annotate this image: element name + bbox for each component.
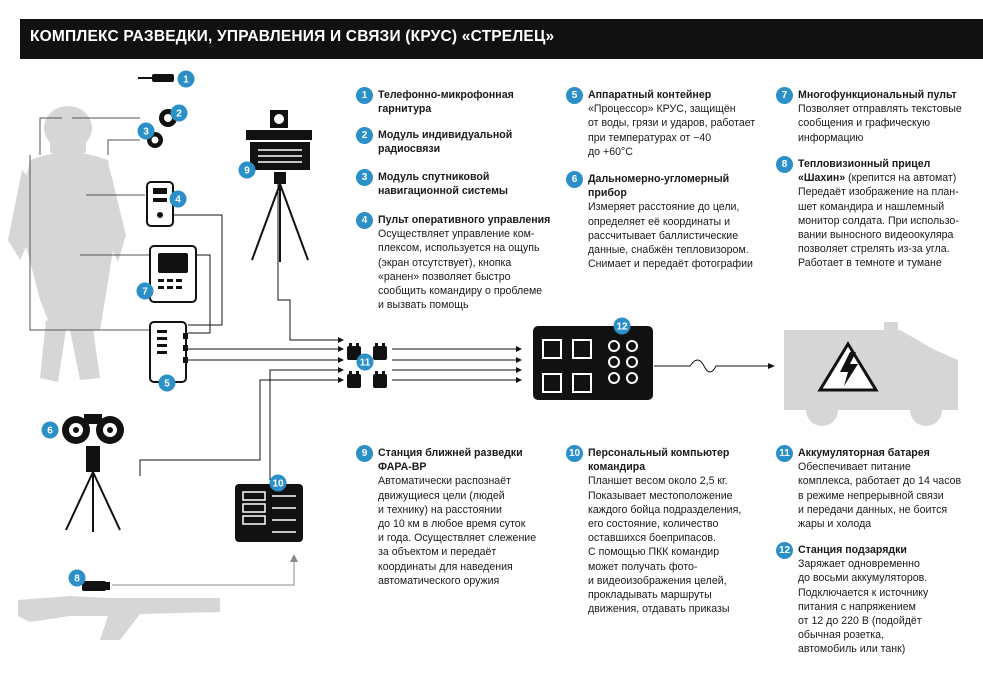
legend-number: 7 <box>776 87 793 104</box>
svg-text:1: 1 <box>183 75 189 86</box>
svg-text:5: 5 <box>164 379 170 390</box>
legend-description: «Процессор» КРУС, защищён от воды, грязи… <box>588 103 756 158</box>
legend-title: Тепловизионный прицел «Шахин» <box>798 158 931 185</box>
legend-number: 12 <box>776 542 793 559</box>
legend-title: Дальномерно-угломерный прибор <box>588 173 730 200</box>
legend-item-7: 7 Многофункциональный пульт Позволяет от… <box>776 87 976 145</box>
svg-text:6: 6 <box>47 426 53 437</box>
legend-title: Модуль индивидуальной радиосвязи <box>378 129 513 156</box>
legend-description: Передаёт изображение на план- шет команд… <box>798 186 959 270</box>
legend-item-4: 4 Пульт оперативного управления Осуществ… <box>356 212 571 312</box>
page-title: КОМПЛЕКС РАЗВЕДКИ, УПРАВЛЕНИЯ И СВЯЗИ (К… <box>30 28 555 45</box>
legend-item-8: 8 Тепловизионный прицел «Шахин» (крепитс… <box>776 156 981 271</box>
legend-description: Измеряет расстояние до цели, определяет … <box>588 201 753 271</box>
svg-text:11: 11 <box>360 358 371 369</box>
lightning-warning-icon <box>817 341 879 392</box>
svg-text:10: 10 <box>272 479 284 490</box>
legend-number: 6 <box>566 171 583 188</box>
legend-description: Автоматически распознаёт движущиеся цели… <box>378 475 537 587</box>
legend-item-12: 12 Станция подзарядки Заряжает одновреме… <box>776 542 981 657</box>
hardware-container-icon <box>149 321 188 383</box>
thermal-sight-icon <box>82 581 110 591</box>
svg-text:2: 2 <box>176 109 182 120</box>
legend-number: 9 <box>356 445 373 462</box>
legend-number: 5 <box>566 87 583 104</box>
vehicle-icon <box>784 322 958 426</box>
legend-description: Осуществляет управление ком- плексом, ис… <box>378 228 543 312</box>
svg-text:8: 8 <box>74 574 80 585</box>
legend-number: 10 <box>566 445 583 462</box>
multifunction-panel-icon <box>149 245 197 303</box>
marker-6: 6 <box>41 421 59 439</box>
legend-number: 3 <box>356 169 373 186</box>
legend-description: Заряжает одновременно до восьми аккумуля… <box>798 558 929 656</box>
headset-icon <box>138 74 174 82</box>
rangefinder-icon <box>62 414 124 532</box>
arrow-heads <box>338 337 775 383</box>
svg-text:3: 3 <box>143 127 149 138</box>
legend-item-2: 2 Модуль индивидуальной радиосвязи <box>356 127 556 156</box>
numbered-markers: 1 2 3 4 5 6 7 8 9 10 11 12 <box>41 70 631 587</box>
marker-3: 3 <box>137 122 155 140</box>
legend-title: Пульт оперативного управления <box>378 214 551 226</box>
legend-item-5: 5 Аппаратный контейнер «Процессор» КРУС,… <box>566 87 766 159</box>
marker-9: 9 <box>238 161 256 179</box>
legend-number: 11 <box>776 445 793 462</box>
marker-8: 8 <box>68 569 86 587</box>
commander-pc-icon <box>235 484 303 542</box>
legend-title-note: (крепится на автомат) <box>845 172 957 185</box>
header-background <box>20 19 983 59</box>
legend-description: Планшет весом около 2,5 кг. Показывает м… <box>588 475 742 616</box>
scope-to-pc-line <box>112 560 295 586</box>
marker-4: 4 <box>169 190 187 208</box>
legend-title: Модуль спутниковой навигационной системы <box>378 171 508 198</box>
marker-10: 10 <box>269 474 287 492</box>
legend-number: 8 <box>776 156 793 173</box>
marker-12: 12 <box>613 317 631 335</box>
legend-item-10: 10 Персональный компьютер командира План… <box>566 445 771 616</box>
scope-to-pc-arrow <box>290 554 298 562</box>
marker-5: 5 <box>158 374 176 392</box>
svg-text:7: 7 <box>142 287 148 298</box>
svg-text:9: 9 <box>244 166 250 177</box>
legend-title: Персональный компьютер командира <box>588 447 730 474</box>
marker-1: 1 <box>177 70 195 88</box>
charging-station-icon <box>533 326 653 400</box>
header-bar: КОМПЛЕКС РАЗВЕДКИ, УПРАВЛЕНИЯ И СВЯЗИ (К… <box>0 19 983 59</box>
legend-title: Аппаратный контейнер <box>588 89 712 101</box>
control-pad-icon <box>146 181 174 227</box>
legend-description: Обеспечивает питание комплекса, работает… <box>798 461 962 531</box>
legend-title: Станция ближней разведки ФАРА-ВР <box>378 447 523 474</box>
legend-title: Многофункциональный пульт <box>798 89 957 101</box>
marker-11: 11 <box>356 353 374 371</box>
legend-item-1: 1 Телефонно-микрофонная гарнитура <box>356 87 556 116</box>
soldier-silhouette <box>8 106 126 382</box>
rifle-silhouette <box>18 596 220 640</box>
legend-item-11: 11 Аккумуляторная батарея Обеспечивает п… <box>776 445 981 531</box>
legend-title: Станция подзарядки <box>798 544 907 556</box>
soldier-leader-lines <box>29 117 150 331</box>
battery-icon <box>347 343 387 388</box>
legend-title: Телефонно-микрофонная гарнитура <box>378 89 514 116</box>
marker-2: 2 <box>170 104 188 122</box>
legend-item-3: 3 Модуль спутниковой навигационной систе… <box>356 169 556 198</box>
legend-description: Позволяет отправлять текстовые сообщения… <box>798 103 962 144</box>
legend-title: Аккумуляторная батарея <box>798 447 930 459</box>
legend-item-9: 9 Станция ближней разведки ФАРА-ВР Автом… <box>356 445 566 588</box>
svg-text:12: 12 <box>616 322 628 333</box>
legend-number: 1 <box>356 87 373 104</box>
radar-station-icon <box>246 110 312 262</box>
svg-text:4: 4 <box>175 195 181 206</box>
wiring <box>139 180 770 480</box>
legend-item-6: 6 Дальномерно-угломерный прибор Измеряет… <box>566 171 776 271</box>
legend-number: 2 <box>356 127 373 144</box>
marker-7: 7 <box>136 282 154 300</box>
legend-number: 4 <box>356 212 373 229</box>
